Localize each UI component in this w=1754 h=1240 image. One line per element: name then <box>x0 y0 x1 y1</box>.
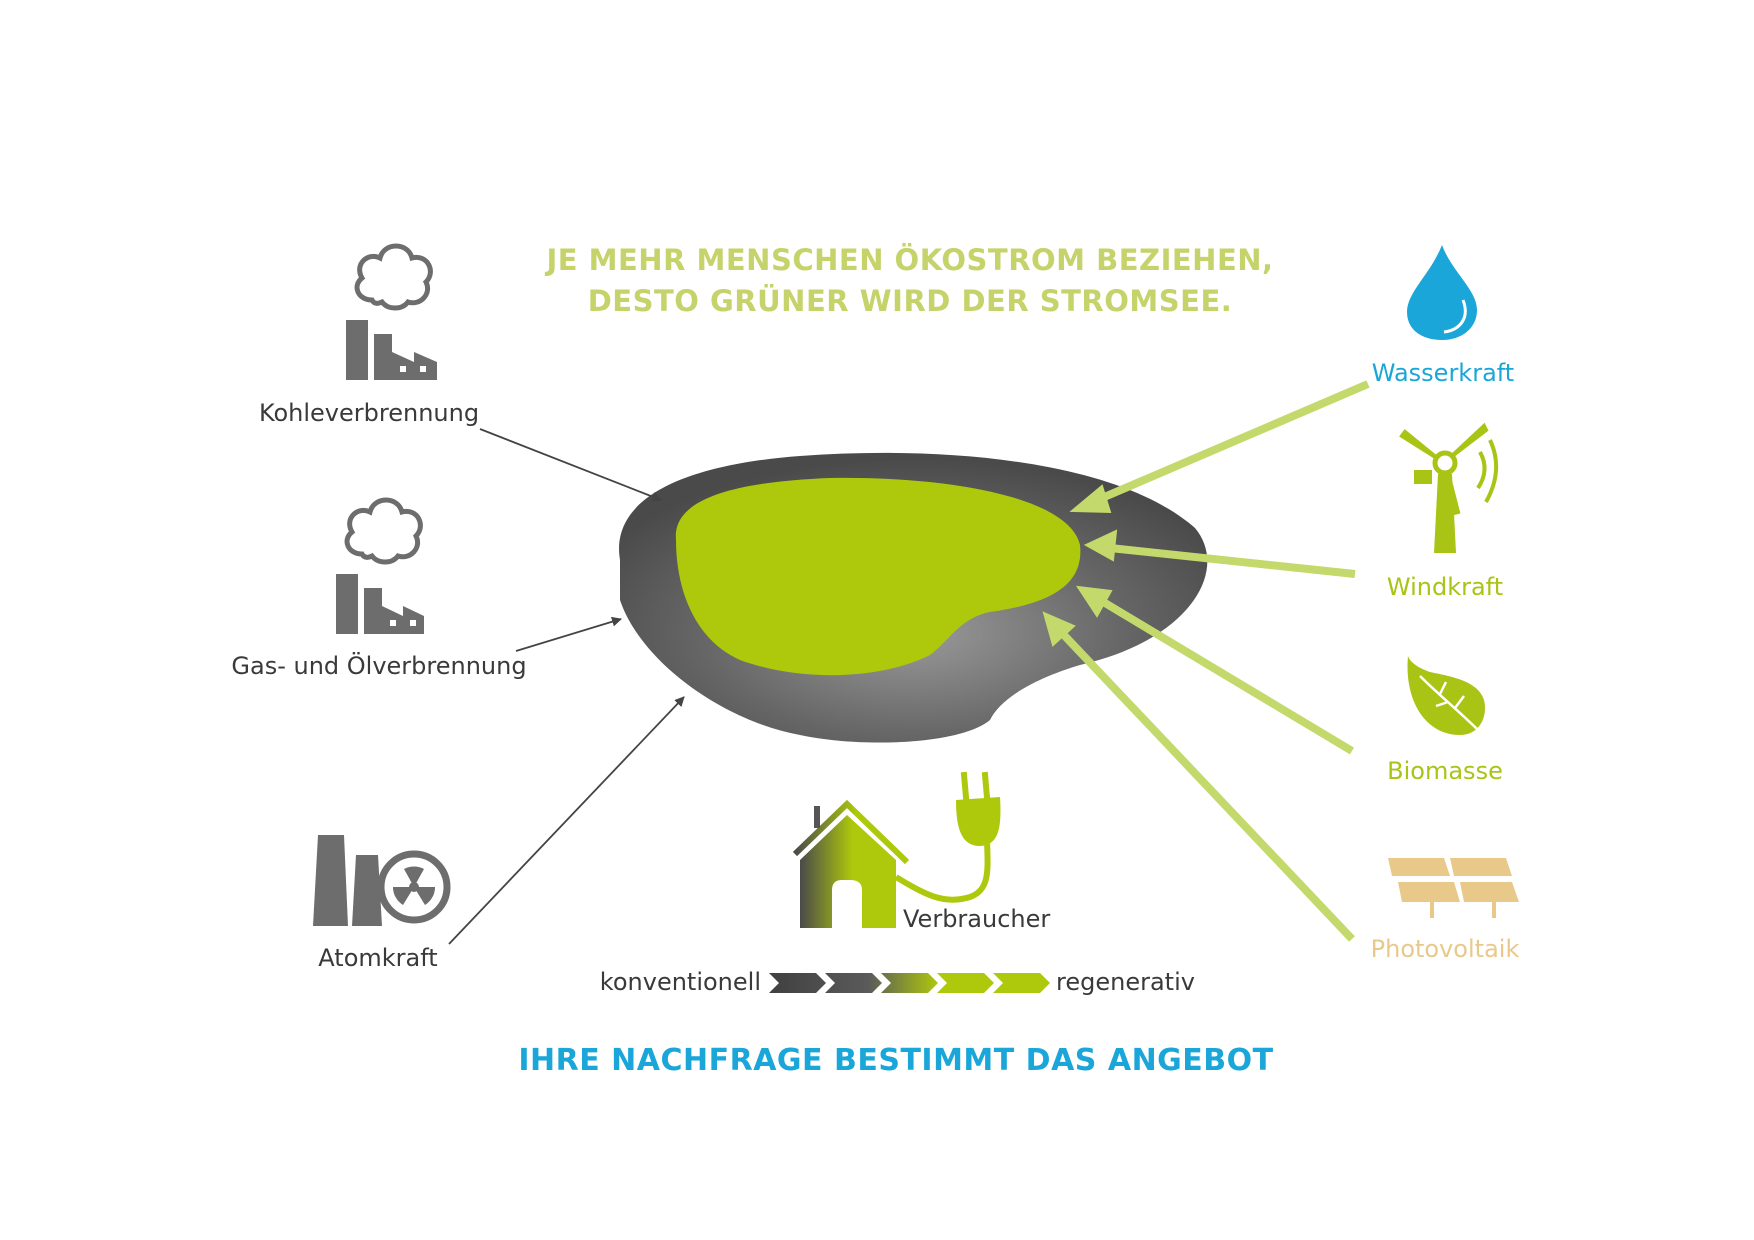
nuclear-plant-icon <box>313 835 451 926</box>
label-consumer: Verbraucher <box>903 905 1050 933</box>
label-biomass: Biomasse <box>1387 757 1503 785</box>
chevron-2 <box>825 973 882 993</box>
arrow-water <box>1093 380 1370 505</box>
label-wind: Windkraft <box>1387 573 1503 601</box>
arrow-biomass <box>1097 596 1355 755</box>
footer-slogan: IHRE NACHFRAGE BESTIMMT DAS ANGEBOT <box>518 1043 1273 1078</box>
house-icon <box>792 799 910 928</box>
label-nuclear: Atomkraft <box>318 944 437 972</box>
label-gas-oil: Gas- und Ölverbrennung <box>231 651 526 680</box>
power-lake <box>619 452 1208 743</box>
wind-turbine-icon <box>1399 422 1499 553</box>
arrow-nuclear <box>448 696 685 945</box>
headline-line-2: DESTO GRÜNER WIRD DER STROMSEE. <box>588 284 1233 318</box>
arrow-wind-head <box>1083 529 1118 562</box>
arrow-wind <box>1109 544 1356 578</box>
arrow-biomass-head <box>1075 585 1113 618</box>
water-drop-icon <box>1407 245 1477 340</box>
chevron-5 <box>993 973 1050 993</box>
arrow-coal <box>479 428 662 502</box>
renewable-arrows <box>1042 380 1370 942</box>
plug-icon <box>894 771 1001 903</box>
conventional-to-renewable-chevrons <box>769 973 1050 993</box>
label-solar: Photovoltaik <box>1371 935 1520 963</box>
scale-right-label: regenerativ <box>1056 968 1195 996</box>
arrow-solar <box>1059 630 1355 942</box>
solar-panel-icon <box>1388 858 1519 918</box>
chevron-3 <box>881 973 938 993</box>
gas-factory-icon <box>336 497 424 634</box>
label-coal: Kohleverbrennung <box>259 399 479 427</box>
lake-green-area <box>675 477 1081 676</box>
arrow-water-head <box>1069 484 1112 514</box>
leaf-icon <box>1407 656 1485 735</box>
headline-line-1: JE MEHR MENSCHEN ÖKOSTROM BEZIEHEN, <box>544 243 1273 277</box>
coal-factory-icon <box>346 243 437 380</box>
label-water: Wasserkraft <box>1372 359 1514 387</box>
arrow-gas <box>515 616 622 652</box>
arrow-solar-head <box>1042 611 1076 647</box>
chevron-1 <box>769 973 826 993</box>
scale-left-label: konventionell <box>600 968 761 996</box>
chevron-4 <box>937 973 994 993</box>
